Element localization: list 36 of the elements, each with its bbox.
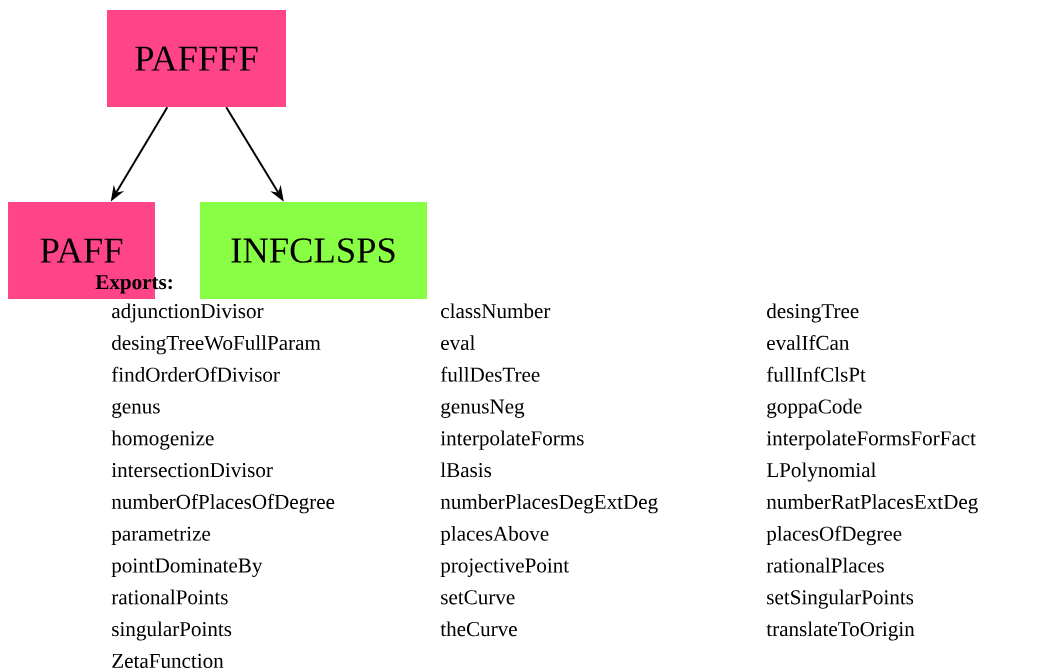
export-name: genusNeg xyxy=(441,399,525,418)
export-name: singularPoints xyxy=(112,621,232,641)
export-name: setSingularPoints xyxy=(767,589,914,609)
export-name: setCurve xyxy=(441,590,515,605)
export-name: eval xyxy=(441,335,475,350)
export-name: goppaCode xyxy=(767,398,862,418)
export-name: numberRatPlacesExtDeg xyxy=(766,494,978,514)
module-box: PAFFFF xyxy=(107,10,287,107)
export-name: classNumber xyxy=(441,303,551,319)
export-name: translateToOrigin xyxy=(766,621,915,641)
export-name: homogenize xyxy=(111,430,214,450)
export-name: interpolateForms xyxy=(440,430,584,450)
export-name: rationalPoints xyxy=(111,589,228,605)
export-name: genus xyxy=(112,402,160,418)
export-name: ZetaFunction xyxy=(112,653,224,668)
export-name: LPolynomial xyxy=(766,462,876,482)
export-name: numberOfPlacesOfDegree xyxy=(111,493,335,514)
export-name: adjunctionDivisor xyxy=(112,303,264,323)
export-name: interpolateFormsForFact xyxy=(766,430,976,450)
export-name: evalIfCan xyxy=(767,334,850,350)
export-name: lBasis xyxy=(440,462,492,478)
export-name: placesOfDegree xyxy=(766,525,902,546)
export-name: rationalPlaces xyxy=(766,557,884,573)
export-name: projectivePoint xyxy=(440,558,569,577)
export-name: desingTreeWoFullParam xyxy=(112,335,321,355)
export-name: intersectionDivisor xyxy=(111,463,273,478)
export-name: fullInfClsPt xyxy=(766,366,866,382)
export-name: pointDominateBy xyxy=(111,558,263,577)
export-name: findOrderOfDivisor xyxy=(111,366,280,382)
export-name: placesAbove xyxy=(440,526,549,546)
export-name: parametrize xyxy=(111,526,211,546)
export-name: numberPlacesDegExtDeg xyxy=(440,494,658,514)
module-box: INFCLSPS xyxy=(200,202,428,299)
export-name: theCurve xyxy=(440,621,517,637)
export-name: fullDesTree xyxy=(440,366,540,382)
export-name: desingTree xyxy=(767,303,859,323)
